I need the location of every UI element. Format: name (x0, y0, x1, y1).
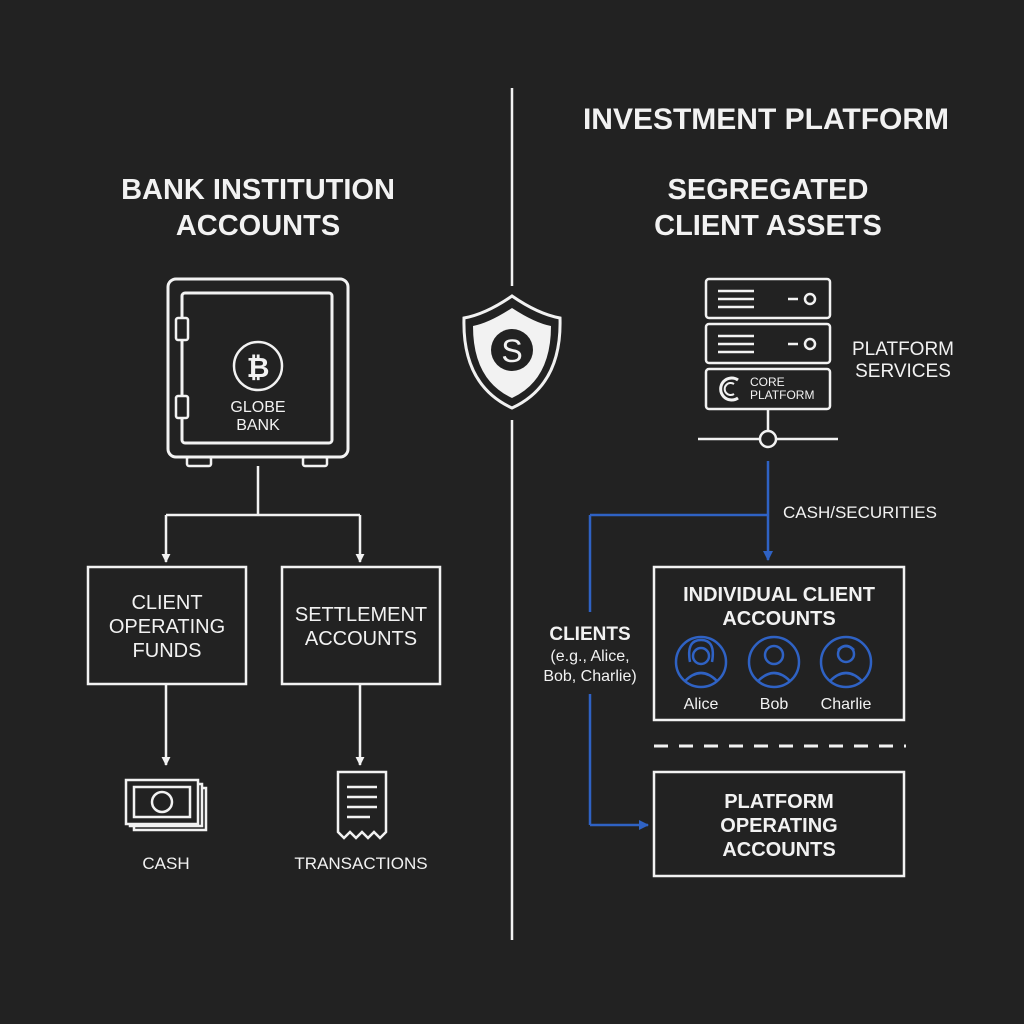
settlement-accounts-box: SETTLEMENT ACCOUNTS (280, 565, 442, 686)
right-title-line1: SEGREGATED (668, 174, 869, 206)
core-platform-line2: PLATFORM (750, 388, 814, 402)
client-operating-funds-box: CLIENT OPERATING FUNDS (86, 565, 248, 686)
client-name-bob: Bob (760, 696, 789, 713)
platform-services-line2: SERVICES (855, 361, 951, 382)
server-stack-icon (704, 277, 832, 411)
client-name-charlie: Charlie (821, 696, 872, 713)
client-name-alice: Alice (684, 696, 719, 713)
client-funds-line2: OPERATING (109, 616, 225, 638)
shield-letter: S (501, 333, 522, 369)
receipt-icon (336, 770, 388, 840)
cash-securities-flow (588, 461, 773, 830)
bitcoin-symbol: ₿ (247, 352, 270, 383)
platform-operating-line2: OPERATING (720, 815, 837, 837)
vault-safe-icon: ₿ GLOBE BANK (166, 277, 350, 468)
male-avatar-icon (747, 635, 801, 689)
settlement-line2: ACCOUNTS (305, 628, 417, 650)
platform-operating-line1: PLATFORM (724, 791, 834, 813)
core-platform-line1: CORE (750, 375, 785, 389)
clients-line2: (e.g., Alice, (550, 648, 629, 665)
clients-line1: CLIENTS (549, 624, 630, 645)
individual-line1: INDIVIDUAL CLIENT (683, 584, 875, 606)
cash-banknotes-icon (124, 778, 208, 832)
left-title-line1: BANK INSTITUTION (121, 174, 395, 206)
bitcoin-coin-icon: ₿ (232, 340, 284, 392)
individual-line2: ACCOUNTS (722, 608, 835, 630)
settlement-line1: SETTLEMENT (295, 604, 427, 626)
box-down-arrows (161, 684, 365, 766)
transactions-label: TRANSACTIONS (294, 854, 427, 873)
right-header: INVESTMENT PLATFORM (583, 103, 949, 136)
platform-services-line1: PLATFORM (852, 339, 954, 360)
vault-label-line1: GLOBE (230, 399, 285, 416)
right-title-line2: CLIENT ASSETS (654, 210, 882, 242)
vault-label-line2: BANK (236, 417, 280, 434)
platform-operating-line3: ACCOUNTS (722, 839, 835, 861)
clients-line3: Bob, Charlie) (543, 668, 636, 685)
left-title-line2: ACCOUNTS (176, 210, 340, 242)
vault-split-connector (161, 466, 365, 563)
platform-operating-accounts-box: PLATFORM OPERATING ACCOUNTS (652, 770, 906, 878)
individual-client-accounts-box: INDIVIDUAL CLIENT ACCOUNTS Alice Bob Cha… (652, 565, 906, 722)
male-avatar-icon (819, 635, 873, 689)
female-avatar-icon (674, 635, 728, 689)
client-funds-line3: FUNDS (133, 640, 202, 662)
client-funds-line1: CLIENT (131, 592, 202, 614)
shield-icon: S (462, 294, 562, 410)
cash-securities-label: CASH/SECURITIES (783, 503, 937, 522)
server-network-connector (698, 409, 838, 449)
cash-label: CASH (142, 854, 189, 873)
